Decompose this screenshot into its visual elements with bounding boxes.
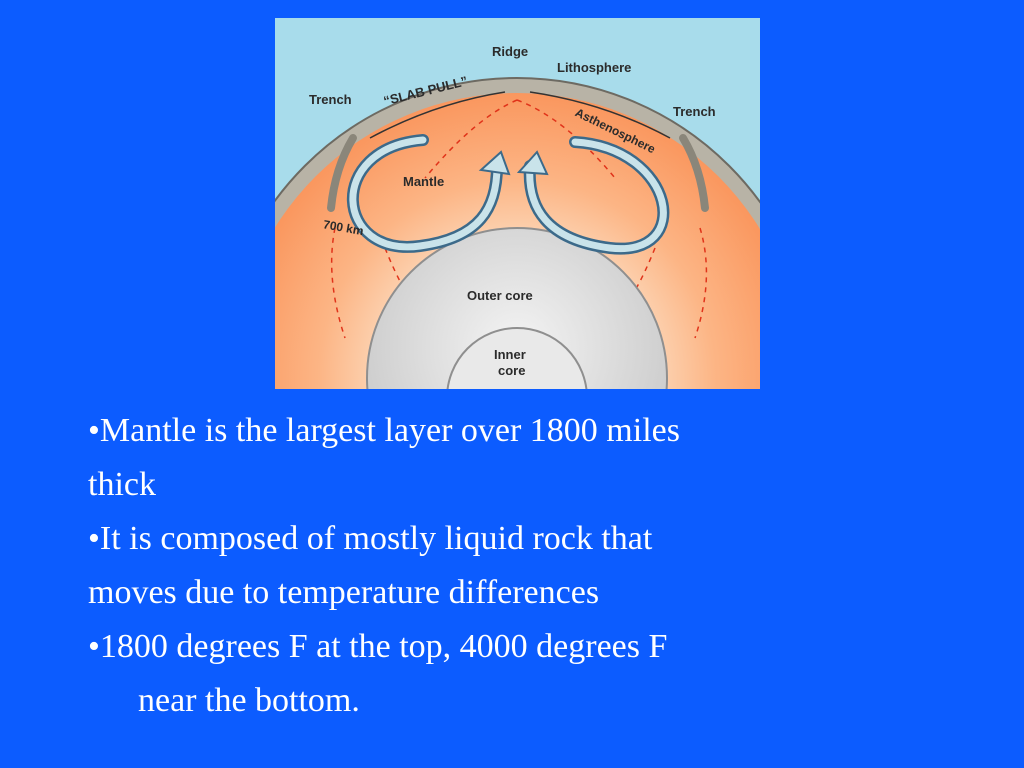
slab-left: [327, 134, 357, 212]
bullet-1-line-2: thick: [88, 466, 156, 503]
bullet-3-line-2: near the bottom.: [138, 682, 360, 719]
bullet-1-line-1: •Mantle is the largest layer over 1800 m…: [88, 412, 680, 449]
bullet-2-line-2: moves due to temperature differences: [88, 574, 600, 611]
label-trench-left: Trench: [309, 92, 352, 107]
slab-right: [679, 134, 709, 212]
label-mantle: Mantle: [403, 174, 444, 189]
convection-loop-right: [516, 136, 670, 255]
label-outer-core: Outer core: [467, 288, 533, 303]
label-ridge: Ridge: [492, 44, 528, 59]
diagram-svg: Ridge Lithosphere “SLAB PULL” Trench Tre…: [275, 18, 760, 389]
convection-loop-left: [346, 134, 511, 253]
plate-motion-arrows: [369, 91, 671, 139]
inner-core: [446, 327, 588, 389]
bullet-3-line-1: •1800 degrees F at the top, 4000 degrees…: [88, 628, 668, 665]
mantle-convection-diagram: Ridge Lithosphere “SLAB PULL” Trench Tre…: [275, 18, 760, 389]
label-inner-core-2: core: [498, 363, 525, 378]
label-inner-core-1: Inner: [494, 347, 526, 362]
bullet-list: •Mantle is the largest layer over 1800 m…: [88, 404, 988, 728]
label-trench-right: Trench: [673, 104, 716, 119]
outer-core: [366, 227, 668, 389]
label-lithosphere: Lithosphere: [557, 60, 631, 75]
bullet-2-line-1: •It is composed of mostly liquid rock th…: [88, 520, 653, 557]
label-depth: 700 km: [322, 217, 365, 238]
